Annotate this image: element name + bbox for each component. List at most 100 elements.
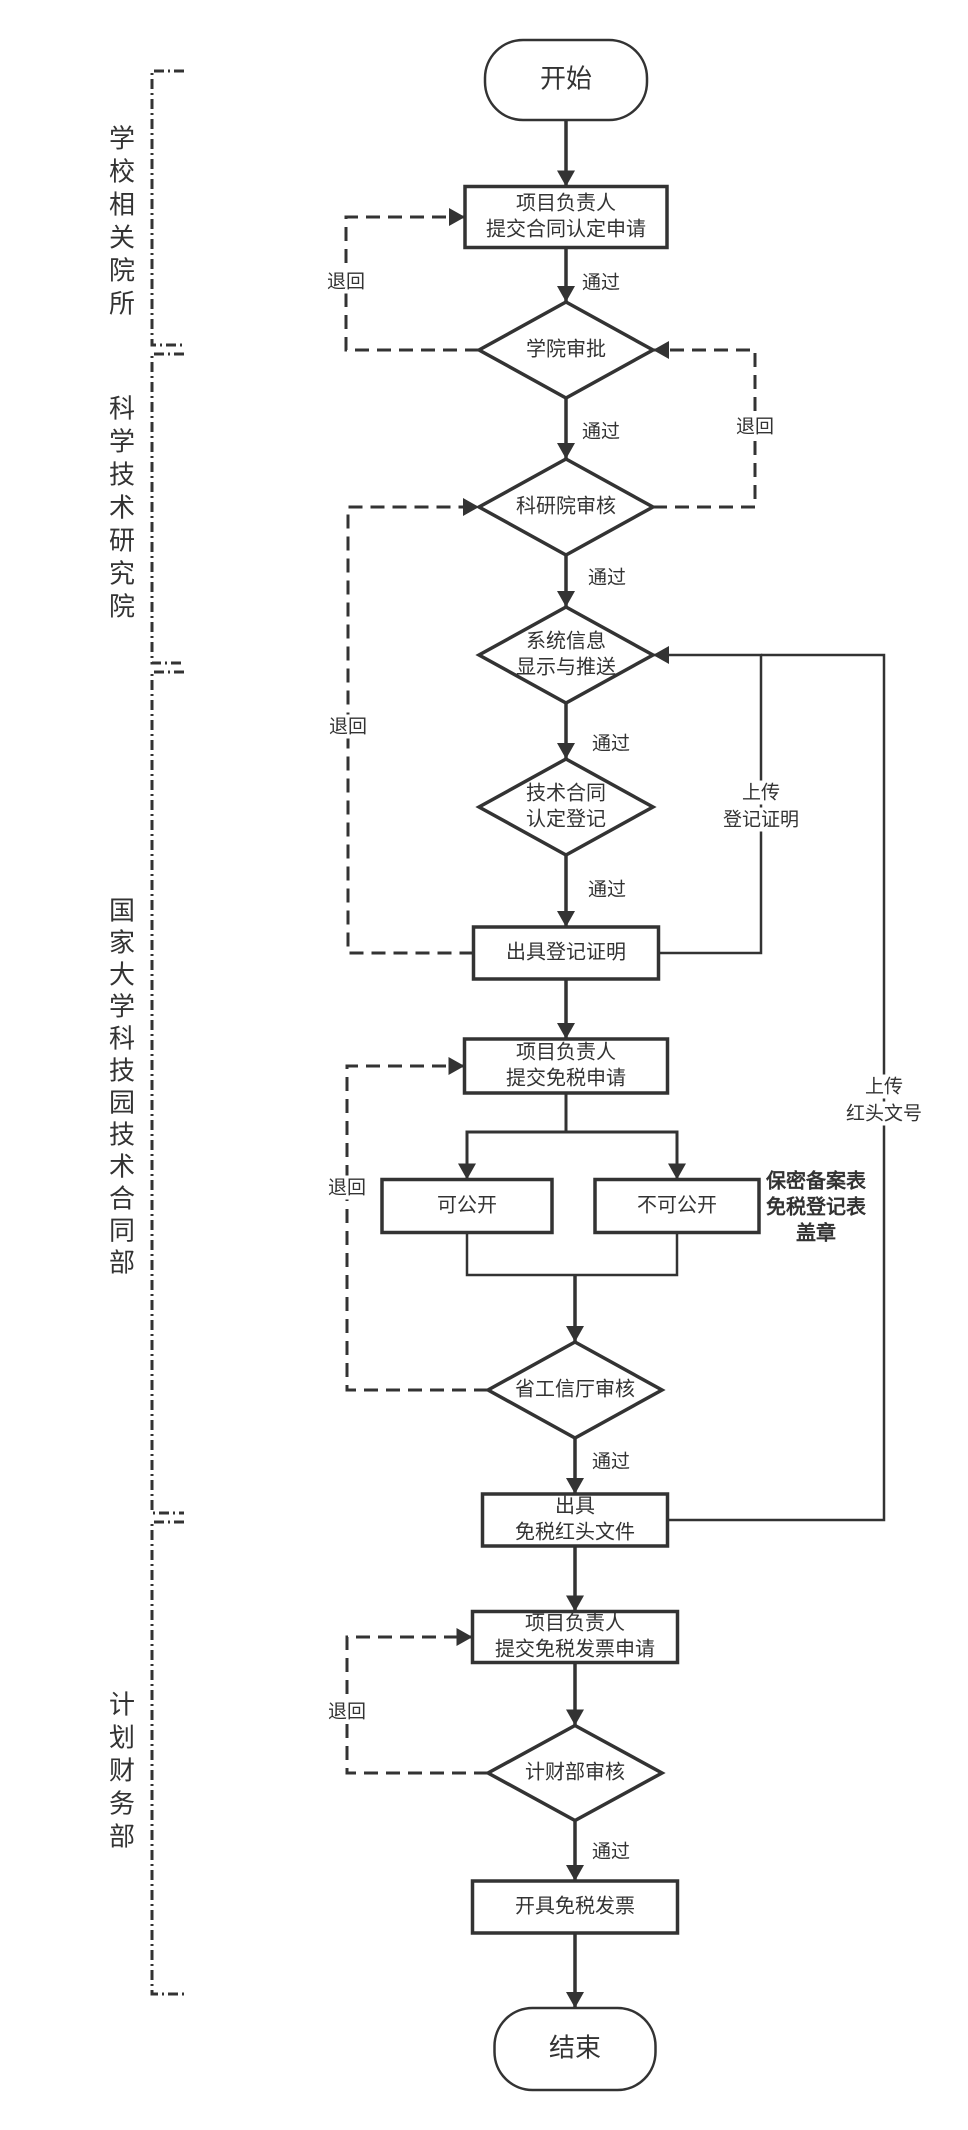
- annotation-note: 保密备案表: [765, 1169, 867, 1193]
- upload-cert-label: 登记证明: [723, 809, 799, 831]
- lane-label-char: 技: [109, 1121, 135, 1151]
- return-connector: [345, 1057, 488, 1392]
- process-shape: [593, 1177, 761, 1235]
- process-shape: [470, 1879, 680, 1935]
- pass-label-bg: [590, 731, 633, 756]
- decision-shape: [475, 605, 657, 705]
- lane-label-char: 研: [109, 527, 135, 557]
- solid-connector: [465, 1232, 679, 1277]
- decision-shape: [484, 1340, 666, 1440]
- process-shape: [470, 1609, 680, 1665]
- node-end: 结束: [493, 2006, 657, 2092]
- node-label: 可公开: [437, 1193, 497, 1217]
- return-label: 退回: [327, 271, 365, 293]
- lane-label-char: 术: [109, 1153, 135, 1183]
- node-label: 省工信厅审核: [515, 1377, 635, 1401]
- lane-label-char: 院: [109, 257, 135, 287]
- node-college-approve: 学院审批: [475, 300, 657, 400]
- node-label: 开始: [540, 65, 592, 95]
- node-label: 结束: [549, 2034, 601, 2064]
- solid-connector: [566, 1130, 686, 1180]
- lane-label-char: 所: [109, 290, 135, 320]
- return-label-bg: [324, 269, 368, 294]
- node-label: 认定登记: [526, 807, 606, 831]
- node-issue-cert: 出具登记证明: [471, 925, 661, 981]
- lane-label-char: 院: [109, 593, 135, 623]
- lane-label-char: 园: [109, 1089, 135, 1119]
- node-label: 出具: [555, 1494, 595, 1518]
- lane-bracket: [150, 1520, 184, 1996]
- return-label-bg: [326, 714, 370, 739]
- return-label-bg: [325, 1175, 369, 1200]
- node-label: 不可公开: [637, 1193, 717, 1217]
- return-label: 退回: [329, 716, 367, 738]
- node-not-public: 不可公开: [593, 1177, 761, 1235]
- upload-cert-label-bg: [720, 807, 802, 832]
- pass-label: 通过: [588, 879, 626, 901]
- node-start: 开始: [483, 38, 649, 122]
- lane-label-char: 关: [109, 224, 135, 254]
- lane-label-char: 国: [109, 897, 135, 927]
- decision-shape: [475, 457, 657, 557]
- node-label: 系统信息: [526, 629, 606, 653]
- pass-label: 通过: [592, 733, 630, 755]
- lane-bracket: [150, 352, 184, 665]
- return-label: 退回: [328, 1177, 366, 1199]
- node-label: 提交免税发票申请: [495, 1637, 655, 1661]
- lane-label-char: 大: [109, 961, 135, 991]
- pass-label: 通过: [592, 1841, 630, 1863]
- return-label-bg: [733, 414, 777, 439]
- node-label: 项目负责人: [516, 1040, 616, 1064]
- upload-cert-label-bg: [739, 780, 783, 805]
- lane-label-char: 财: [109, 1757, 135, 1787]
- lane-label-char: 部: [109, 1249, 135, 1279]
- node-public: 可公开: [380, 1177, 554, 1235]
- process-shape: [480, 1492, 670, 1548]
- node-label: 项目负责人: [525, 1611, 625, 1635]
- lane-label-char: 科: [109, 395, 135, 425]
- lane-bracket: [150, 670, 184, 1515]
- node-label: 开具免税发票: [515, 1894, 635, 1918]
- lane-label-char: 学: [109, 993, 135, 1023]
- pass-label: 通过: [592, 1451, 630, 1473]
- lane-label-char: 技: [109, 1057, 135, 1087]
- lane-label-char: 术: [109, 494, 135, 524]
- node-label: 免税红头文件: [515, 1520, 635, 1544]
- return-label: 退回: [328, 1701, 366, 1723]
- upload-redhead-label-bg: [862, 1074, 906, 1099]
- node-label: 技术合同: [526, 781, 606, 805]
- upload-redhead-label: 上传: [865, 1076, 903, 1098]
- process-shape: [462, 1037, 670, 1095]
- pass-label: 通过: [582, 272, 620, 294]
- pass-label-bg: [590, 1839, 633, 1864]
- lane-label-char: 部: [109, 1823, 135, 1853]
- annotation-note: 免税登记表: [766, 1195, 867, 1219]
- lane-label-char: 技: [109, 461, 135, 491]
- process-shape: [380, 1177, 554, 1235]
- node-finance-review: 计财部审核: [484, 1723, 666, 1823]
- lane-bracket: [150, 69, 184, 347]
- lane-label-char: 合: [109, 1185, 135, 1215]
- flow-nodes: 开始项目负责人提交合同认定申请学院审批科研院审核系统信息显示与推送技术合同认定登…: [380, 38, 761, 2092]
- node-label: 计财部审核: [525, 1760, 625, 1784]
- node-label: 出具登记证明: [506, 940, 626, 964]
- lane-label-char: 相: [109, 191, 135, 221]
- pass-label-bg: [580, 419, 623, 444]
- node-label: 项目负责人: [516, 191, 616, 215]
- node-label: 科研院审核: [516, 494, 616, 518]
- pass-label: 通过: [588, 567, 626, 589]
- lane-label-char: 划: [109, 1724, 135, 1754]
- annotation-note: 盖章: [796, 1221, 836, 1245]
- lane-label-char: 计: [109, 1691, 135, 1721]
- pass-label-bg: [580, 270, 623, 295]
- return-label-bg: [325, 1699, 369, 1724]
- pass-label-bg: [590, 1449, 633, 1474]
- pass-label-bg: [586, 565, 629, 590]
